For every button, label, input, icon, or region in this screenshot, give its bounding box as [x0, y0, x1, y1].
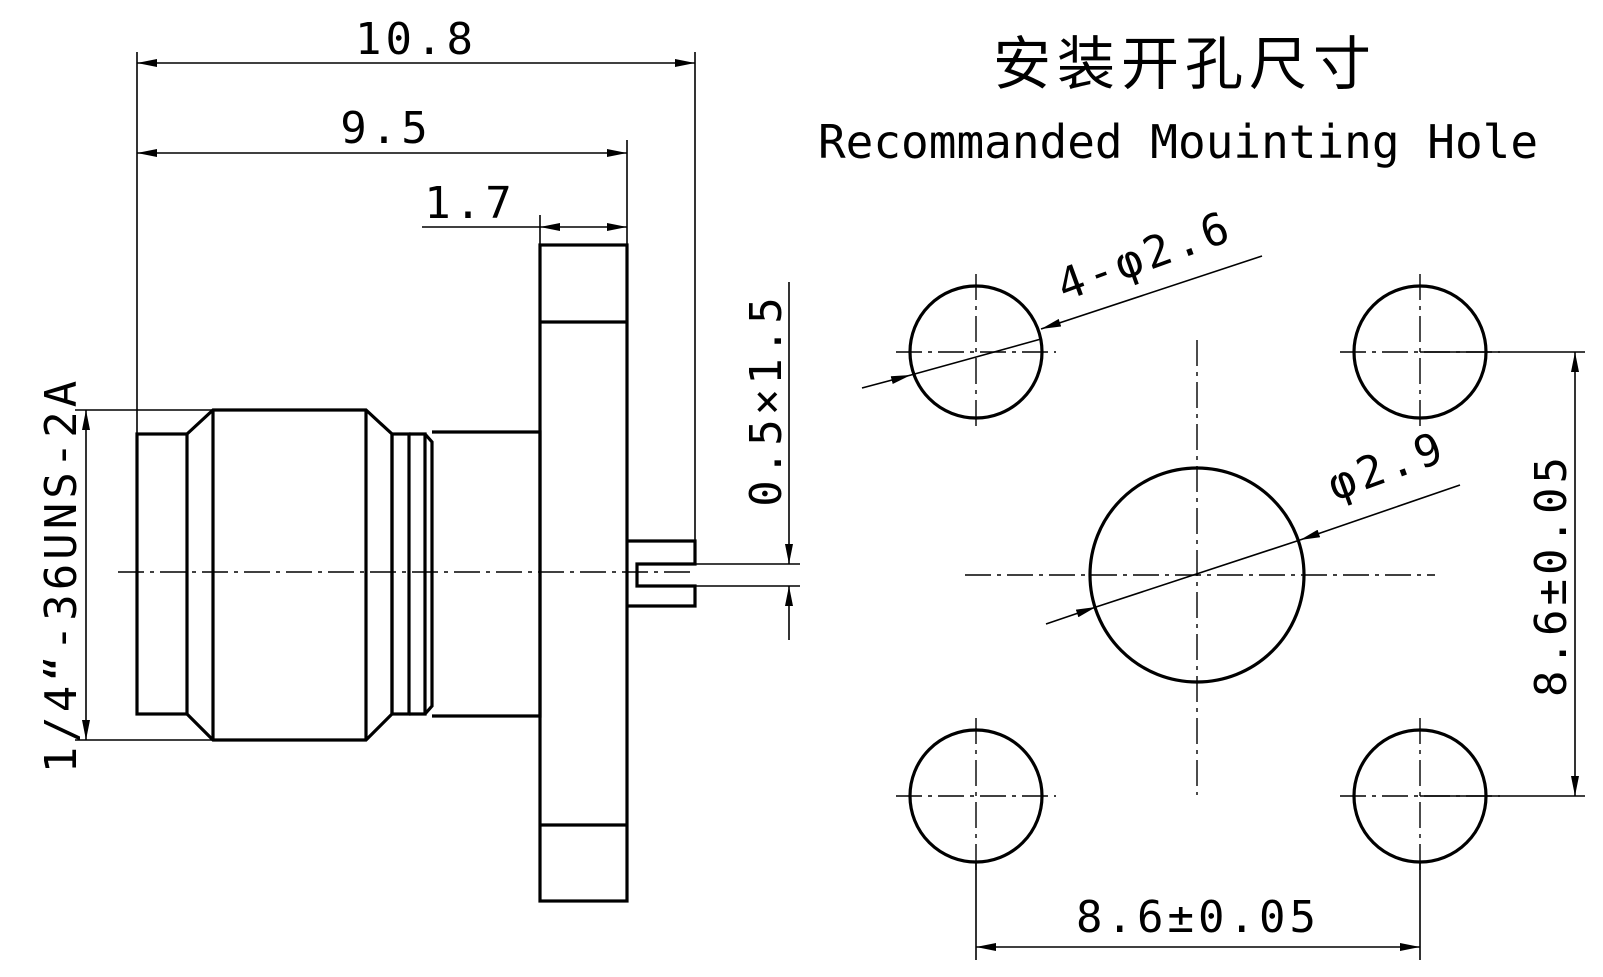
side-view-dimensions: 10.8 9.5 1.7 1/4“-36UNS-2A 0.5×1.5	[36, 14, 800, 773]
mounting-hole-top-left	[896, 274, 1056, 430]
flange	[538, 243, 629, 903]
hex-body	[185, 408, 394, 742]
thread-spec-label: 1/4“-36UNS-2A	[36, 377, 87, 773]
center-pin	[627, 539, 697, 608]
center-hole-leader	[1299, 484, 1461, 541]
center-hole-label: φ2.9	[1321, 422, 1453, 512]
horizontal-spacing-label: 8.6±0.05	[1076, 892, 1320, 943]
groove-2	[409, 432, 427, 716]
connector-side-view	[118, 243, 697, 903]
title-chinese: 安装开孔尺寸	[993, 30, 1377, 98]
title-english: Recommanded Mouinting Hole	[818, 115, 1538, 169]
groove-1	[390, 432, 411, 716]
mounting-hole-bottom-left	[896, 718, 1056, 874]
pin-size-label: 0.5×1.5	[741, 293, 792, 506]
center-hole	[1088, 466, 1306, 684]
mounting-hole-view: 安装开孔尺寸 Recommanded Mouinting Hole	[818, 30, 1585, 960]
hole-pattern-leader	[1040, 255, 1263, 330]
front-nut-section	[135, 432, 189, 716]
overall-length-label: 10.8	[355, 14, 477, 65]
vertical-spacing-label: 8.6±0.05	[1526, 453, 1577, 697]
body-length-label: 9.5	[340, 103, 431, 154]
rear-body	[432, 430, 542, 718]
flange-thickness-label: 1.7	[424, 178, 515, 229]
